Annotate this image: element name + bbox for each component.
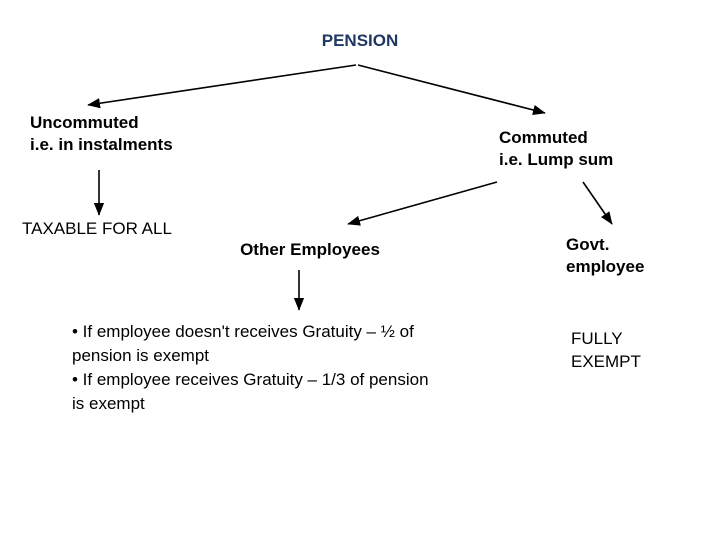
arrow-commuted-to-govt-employee <box>582 181 613 225</box>
diagram-title: PENSION <box>321 31 399 50</box>
node-taxable-for-all: TAXABLE FOR ALL <box>22 219 172 238</box>
arrow-commuted-to-other-employees <box>347 181 498 226</box>
node-commuted: Commuted i.e. Lump sum <box>499 128 614 169</box>
arrow-pension-to-uncommuted <box>87 64 357 109</box>
arrow-pension-to-commuted <box>357 64 546 115</box>
node-govt-employee-rule: FULLY EXEMPT <box>571 329 641 371</box>
node-govt-employee: Govt. employee <box>566 235 645 276</box>
node-other-employees-rule: • If employee doesn't receives Gratuity … <box>72 322 429 414</box>
node-uncommuted: Uncommuted i.e. in instalments <box>30 113 173 154</box>
node-other-employees: Other Employees <box>240 240 380 259</box>
